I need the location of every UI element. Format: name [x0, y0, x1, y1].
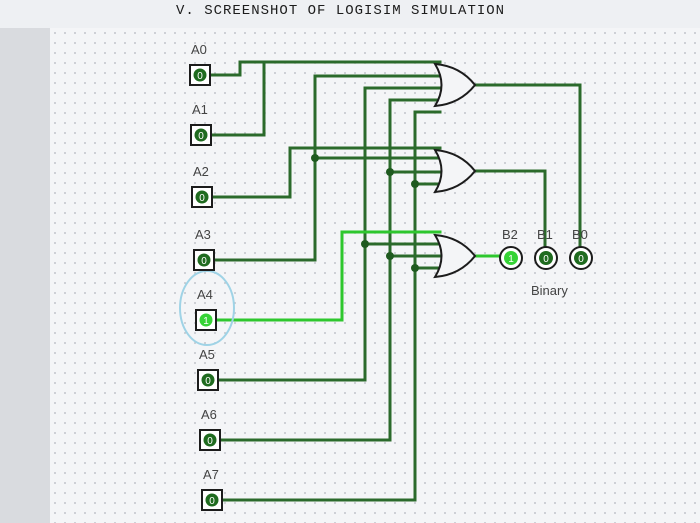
input-pin-value: 0	[207, 436, 213, 447]
input-pin-state	[194, 128, 208, 142]
input-pin-value: 0	[199, 193, 205, 204]
input-pin-label: A7	[203, 467, 219, 482]
output-pin-label: B1	[537, 227, 553, 242]
junction-dot	[386, 168, 394, 176]
input-pin-a1[interactable]: A1 0	[190, 102, 212, 146]
input-pin-value: 0	[198, 131, 204, 142]
input-pin-a0[interactable]: A0 0	[189, 42, 211, 86]
wire-gate1-b0	[471, 83, 582, 252]
input-pin-label: A5	[199, 347, 215, 362]
output-pin-b2[interactable]: B2 1	[499, 227, 523, 270]
input-pin-a6[interactable]: A6 0	[199, 407, 221, 451]
input-pin-state	[195, 190, 209, 204]
wire-a0	[210, 60, 442, 77]
input-pin-value: 0	[197, 71, 203, 82]
junction-dot	[386, 252, 394, 260]
document-heading-bar: V. SCREENSHOT OF LOGISIM SIMULATION	[0, 0, 700, 28]
input-pin-state	[201, 373, 215, 387]
junction-dot	[411, 180, 419, 188]
input-pin-label: A1	[192, 102, 208, 117]
wire-junctions	[311, 154, 419, 272]
junction-dot	[311, 154, 319, 162]
input-pin-a3[interactable]: A3 0	[193, 227, 215, 271]
output-pin-b0[interactable]: B0 0	[569, 227, 593, 270]
output-pin-state	[574, 251, 588, 265]
output-pin-value: 0	[543, 254, 549, 265]
output-pin-b1[interactable]: B1 0	[534, 227, 558, 270]
input-pin-label: A6	[201, 407, 217, 422]
output-pin-label: B0	[572, 227, 588, 242]
output-pin-state	[539, 251, 553, 265]
wire-a5	[210, 86, 442, 382]
input-pin-state	[203, 433, 217, 447]
or-gate-3[interactable]	[433, 233, 477, 279]
wire-a7	[210, 110, 442, 502]
input-pin-value: 0	[209, 496, 215, 507]
input-pin-state	[197, 253, 211, 267]
input-pin-value: 1	[203, 316, 209, 327]
wire-a6	[210, 98, 442, 442]
input-pin-label: A0	[191, 42, 207, 57]
input-pin-state	[205, 493, 219, 507]
document-heading: V. SCREENSHOT OF LOGISIM SIMULATION	[176, 3, 506, 19]
input-pin-label: A2	[193, 164, 209, 179]
output-pin-value: 0	[578, 254, 584, 265]
wires-off	[210, 60, 582, 502]
input-pin-state	[193, 68, 207, 82]
wire-a1	[210, 60, 266, 137]
input-pin-state	[199, 313, 213, 327]
output-pins: B2 1 B1 0 B0 0	[499, 227, 593, 270]
junction-dot	[361, 240, 369, 248]
output-pin-value: 1	[508, 254, 514, 265]
input-pin-a4[interactable]: A4 1	[195, 287, 217, 331]
input-pin-a5[interactable]: A5 0	[197, 347, 219, 391]
or-gate-2[interactable]	[433, 148, 477, 194]
output-group-label: Binary	[531, 283, 568, 298]
input-pin-a2[interactable]: A2 0	[191, 164, 213, 208]
wire-a3	[210, 74, 442, 262]
toolbar-strip	[0, 28, 50, 523]
wire-a4	[210, 230, 442, 322]
output-pin-state	[504, 251, 518, 265]
junction-dot	[411, 264, 419, 272]
input-pin-value: 0	[205, 376, 211, 387]
selection-highlight	[179, 270, 235, 346]
input-pin-label: A3	[195, 227, 211, 242]
wires-on	[210, 230, 502, 322]
input-pin-label: A4	[197, 287, 213, 302]
or-gate-1[interactable]	[433, 62, 477, 108]
input-pin-a7[interactable]: A7 0	[201, 467, 223, 511]
input-pin-value: 0	[201, 256, 207, 267]
wire-gate2-b1	[471, 169, 547, 252]
output-pin-label: B2	[502, 227, 518, 242]
